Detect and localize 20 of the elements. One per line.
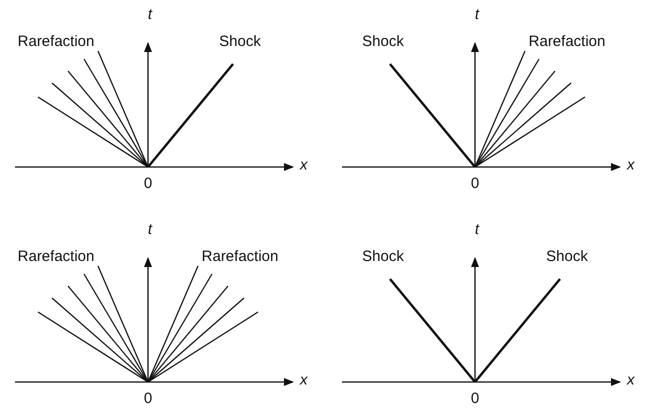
origin-label: 0 <box>144 391 152 406</box>
axis-label: t <box>474 7 480 22</box>
wave-label: Rarefaction <box>18 34 94 49</box>
wave-label: Rarefaction <box>202 249 278 264</box>
axis-label: x <box>300 372 308 388</box>
wave-label: Rarefaction <box>18 249 94 264</box>
axis-label: x <box>627 372 634 388</box>
axis-label: x <box>300 158 308 172</box>
axis-label: t <box>474 222 480 237</box>
origin-label: 0 <box>470 391 480 406</box>
wave-label: Rarefaction <box>528 34 606 49</box>
wave-label: Shock <box>362 34 404 49</box>
wave-label: Shock <box>546 249 588 264</box>
origin-label: 0 <box>144 176 152 191</box>
axis-label: x <box>627 158 634 172</box>
origin-label: 0 <box>470 176 480 191</box>
wave-label: Shock <box>219 34 261 49</box>
wave-label: Shock <box>362 249 404 264</box>
axis-label: t <box>148 7 152 22</box>
axis-label: t <box>148 222 152 237</box>
